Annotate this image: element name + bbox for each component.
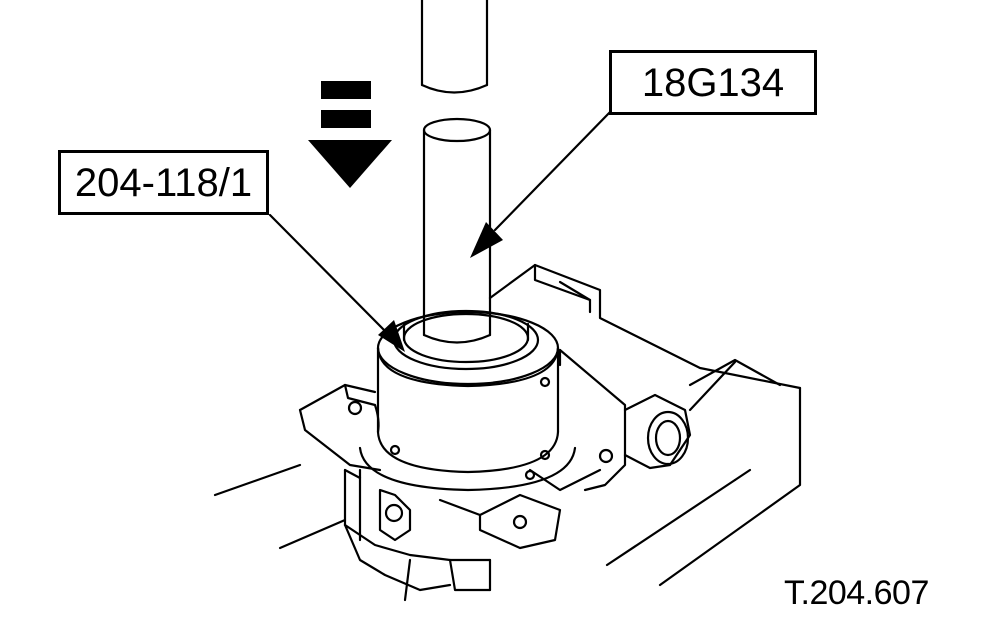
housing-casting (213, 263, 802, 587)
down-arrow-icon (308, 81, 392, 188)
tool-callout-label: 18G134 (609, 50, 817, 115)
press-tool-drift (420, 0, 492, 344)
lower-housing (343, 468, 492, 602)
adapter-ring (376, 309, 560, 388)
bearing-housing (358, 346, 577, 492)
leader-arrowhead-adapter (378, 320, 405, 352)
adapter-callout-label: 204-118/1 (58, 150, 269, 215)
mounting-flange (298, 348, 692, 550)
leader-line-boss (688, 360, 737, 412)
leader-arrowhead-tool (470, 222, 503, 258)
leader-line-adapter (268, 213, 394, 340)
figure-reference-number: T.204.607 (784, 574, 929, 612)
leader-line-tool (493, 108, 614, 232)
